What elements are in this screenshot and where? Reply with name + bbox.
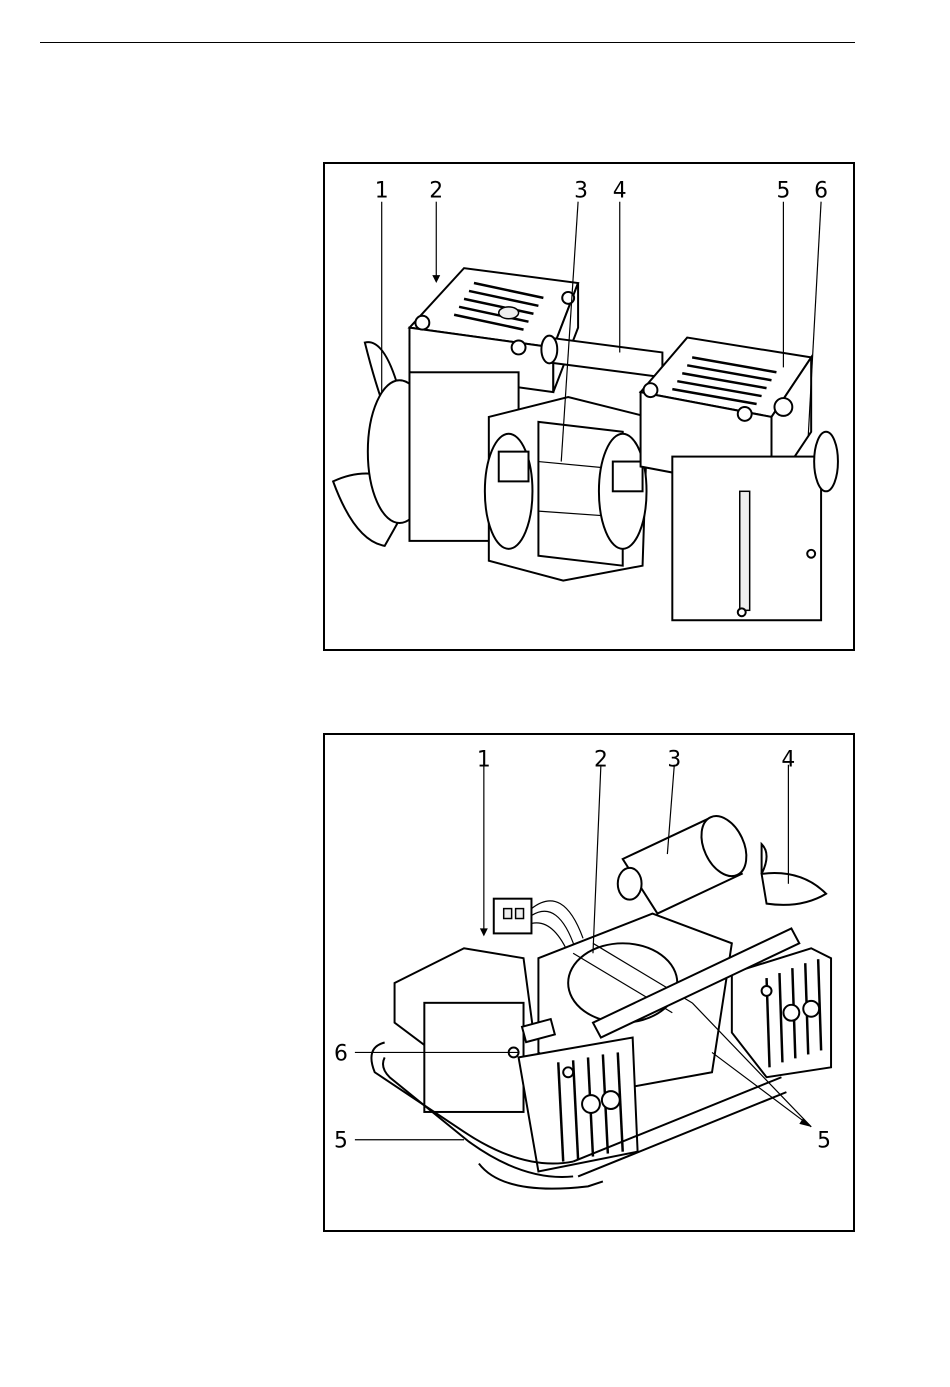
figure-1-callout-3: 3 bbox=[574, 179, 588, 204]
motor-illustration bbox=[485, 397, 648, 580]
figure-1-drawing: 1 2 3 4 5 6 bbox=[325, 164, 853, 649]
figure-2-callout-2: 2 bbox=[594, 748, 608, 773]
figure-1-callout-6: 6 bbox=[814, 179, 828, 204]
capacitor-illustration bbox=[618, 809, 756, 914]
figure-2-callout-4: 4 bbox=[781, 748, 795, 773]
figure-2-callout-3: 3 bbox=[667, 748, 681, 773]
figure-2-callout-5-left: 5 bbox=[334, 1129, 348, 1154]
figure-2-drawing: 1 2 3 4 6 5 5 bbox=[325, 735, 853, 1230]
figure-1-callout-2: 2 bbox=[429, 179, 443, 204]
figure-2-callout-5-right: 5 bbox=[817, 1129, 831, 1154]
figure-1-callout-5: 5 bbox=[776, 179, 790, 204]
figure-2-pump-rear-view: 1 2 3 4 6 5 5 bbox=[323, 733, 855, 1232]
right-pump-head-illustration bbox=[641, 338, 838, 621]
figure-1-callout-1: 1 bbox=[375, 179, 389, 204]
fan-blade-illustration bbox=[762, 844, 826, 905]
figure-2-callout-1: 1 bbox=[477, 748, 491, 773]
figure-2-callout-6: 6 bbox=[334, 1041, 348, 1066]
header-rule bbox=[40, 42, 855, 43]
figure-1-callout-4: 4 bbox=[613, 179, 627, 204]
figure-1-pump-front-view: 1 2 3 4 5 6 bbox=[323, 162, 855, 651]
